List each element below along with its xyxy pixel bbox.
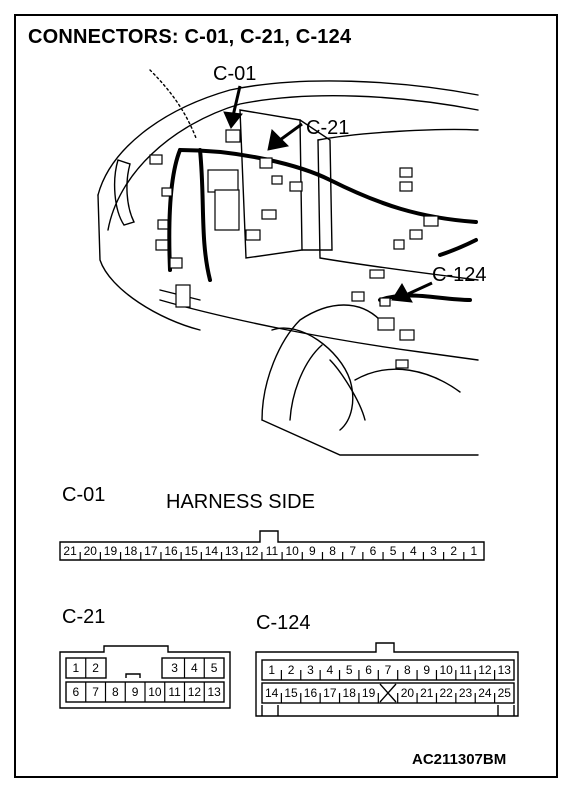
c21-label: C-21 <box>62 606 106 628</box>
c01-pin-3: 3 <box>430 544 437 558</box>
c01-pin-8: 8 <box>329 544 336 558</box>
c21-pin-10: 10 <box>148 685 162 699</box>
c124-pin-21: 21 <box>420 686 434 700</box>
c124-pin-13: 13 <box>497 663 511 677</box>
c124-pin-11: 11 <box>459 663 472 677</box>
c124-pin-3: 3 <box>307 663 314 677</box>
c124-pin-6: 6 <box>365 663 372 677</box>
c01-pin-9: 9 <box>309 544 316 558</box>
c01-pin-20: 20 <box>83 544 97 558</box>
c01-pin-5: 5 <box>389 544 397 558</box>
c01-pin-1: 1 <box>470 544 478 558</box>
c01-pin-13: 13 <box>224 544 239 558</box>
c124-pin-20: 20 <box>400 686 415 700</box>
c01-pin-2: 2 <box>450 544 458 558</box>
diagram-title: CONNECTORS: C-01, C-21, C-124 <box>28 26 352 48</box>
c01-pin-12: 12 <box>245 544 259 558</box>
c01-pin-6: 6 <box>369 544 377 558</box>
figure-code: AC211307BM <box>412 751 507 768</box>
c21-pin-2: 2 <box>92 661 99 675</box>
c21-pin-8: 8 <box>112 685 119 699</box>
c01-pin-14: 14 <box>204 544 219 558</box>
c01-pin-18: 18 <box>123 544 138 558</box>
c124-pin-2: 2 <box>287 663 295 677</box>
c01-pin-19: 19 <box>103 544 118 558</box>
c21-pin-9: 9 <box>131 685 139 699</box>
c21-pin-12: 12 <box>187 685 202 699</box>
c01-pin-16: 16 <box>164 544 178 558</box>
c124-pin-4: 4 <box>326 663 334 677</box>
c124-label: C-124 <box>256 612 311 634</box>
c21-pin-13: 13 <box>207 685 221 699</box>
c124-pin-25: 25 <box>497 686 511 700</box>
c124-pin-7: 7 <box>384 663 392 677</box>
c124-pin-10: 10 <box>439 663 453 677</box>
c124-pin-22: 22 <box>439 686 453 700</box>
c01-pin-15: 15 <box>184 544 198 558</box>
c124-pin-24: 24 <box>478 686 492 700</box>
c01-pin-11: 11 <box>265 544 279 558</box>
c21-pin-1: 1 <box>72 661 80 675</box>
c01-pin-21: 21 <box>63 544 77 558</box>
c124-pin-16: 16 <box>303 686 318 700</box>
c124-pin-1: 1 <box>268 663 276 677</box>
c124-pin-9: 9 <box>423 663 431 677</box>
diagram-frame <box>14 14 558 778</box>
c124-pin-19: 19 <box>361 686 376 700</box>
c124-pin-12: 12 <box>478 663 492 677</box>
c21-pin-3: 3 <box>171 661 178 675</box>
c01-label: C-01 <box>62 484 106 506</box>
c21-pin-11: 11 <box>168 685 181 699</box>
c124-pin-23: 23 <box>458 686 473 700</box>
c01-pin-7: 7 <box>349 544 357 558</box>
c01-pin-17: 17 <box>144 544 158 558</box>
c01-pin-4: 4 <box>409 544 417 558</box>
callout-c124-label: C-124 <box>432 264 487 286</box>
c124-pin-14: 14 <box>265 686 279 700</box>
c21-pin-4: 4 <box>191 661 198 675</box>
c124-pin-5: 5 <box>345 663 353 677</box>
harness-side-label: HARNESS SIDE <box>166 491 315 513</box>
c21-pin-5: 5 <box>210 661 218 675</box>
c01-pin-10: 10 <box>285 544 299 558</box>
c124-pin-17: 17 <box>323 686 337 700</box>
c21-pin-6: 6 <box>72 685 80 699</box>
c21-pin-7: 7 <box>92 685 99 699</box>
callout-c01-label: C-01 <box>213 63 257 85</box>
callout-c21-label: C-21 <box>306 117 350 139</box>
c124-pin-18: 18 <box>342 686 356 700</box>
harness-illustration <box>97 69 479 456</box>
c124-pin-15: 15 <box>284 686 298 700</box>
c124-pin-8: 8 <box>404 663 411 677</box>
